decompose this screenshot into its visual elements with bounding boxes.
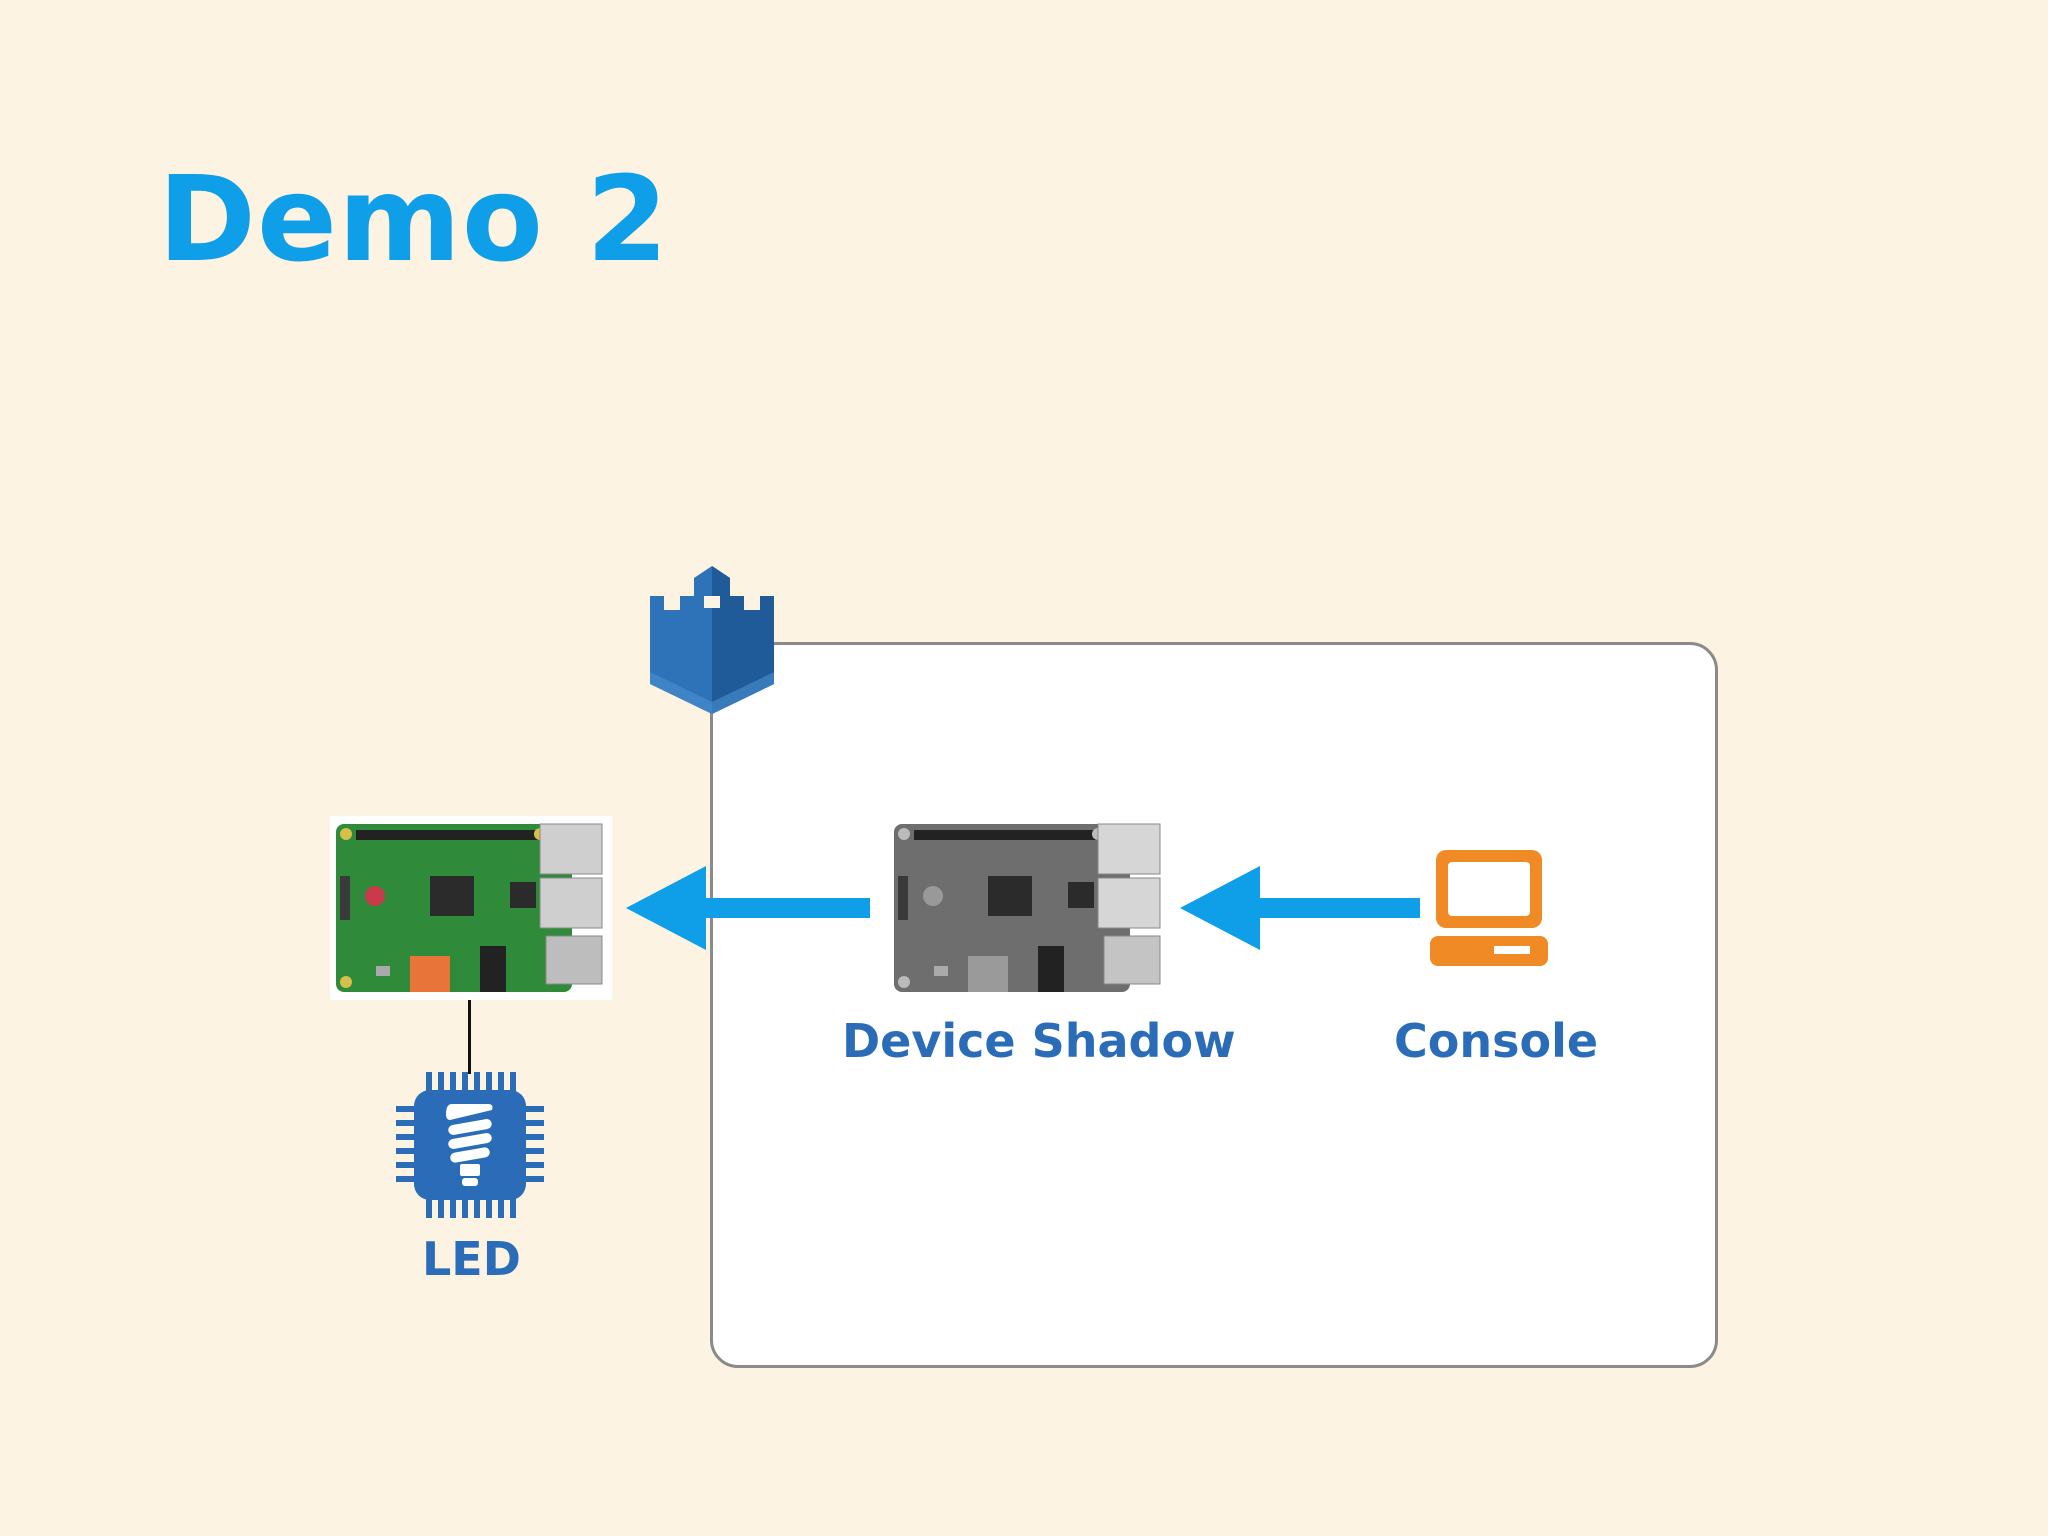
raspberry-pi-board — [330, 816, 612, 1000]
aws-iot-group-box — [710, 642, 1718, 1368]
laptop-icon — [1430, 850, 1548, 966]
device-shadow-board — [888, 816, 1170, 1000]
arrow-shadow-to-device — [626, 866, 870, 950]
slide-title: Demo 2 — [158, 150, 670, 288]
lightbulb-chip-icon — [396, 1072, 544, 1218]
led-label: LED — [422, 1232, 521, 1286]
arrow-console-to-shadow — [1180, 866, 1420, 950]
console-label: Console — [1394, 1014, 1599, 1068]
device-shadow-label: Device Shadow — [842, 1014, 1236, 1068]
connection-wire — [468, 1000, 471, 1074]
aws-iot-castle-icon — [650, 566, 774, 714]
